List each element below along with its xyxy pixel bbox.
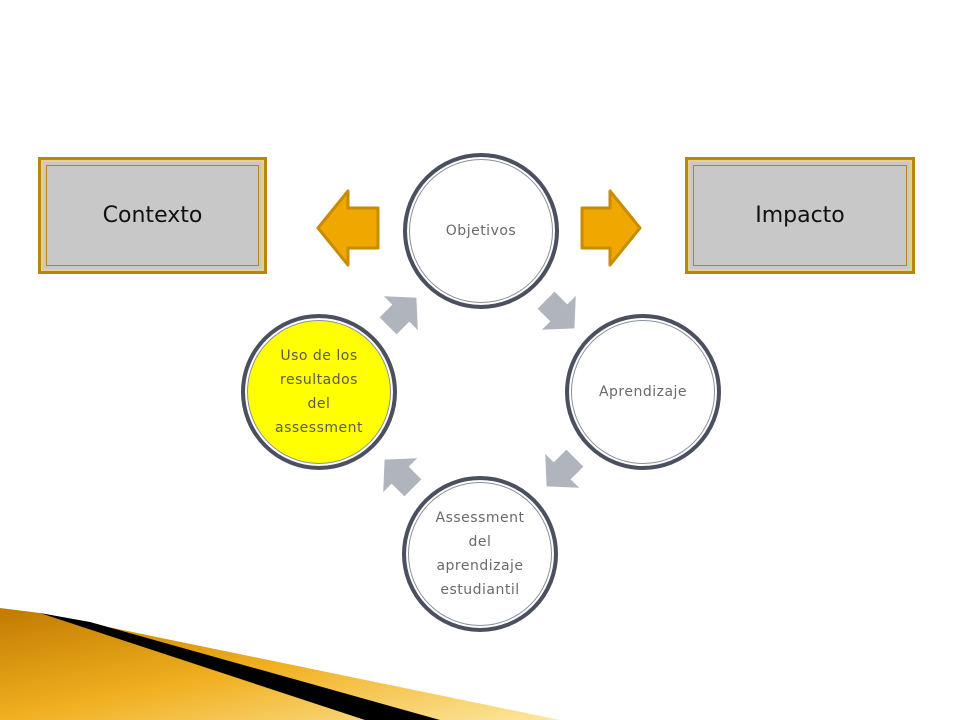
- uso-resultados-label: Uso de los resultados del assessment: [275, 348, 363, 436]
- aprendizaje-circle: Aprendizaje: [565, 314, 721, 470]
- cycle-arrow-assessment-uso-icon: [383, 458, 422, 497]
- uso-resultados-circle: Uso de los resultados del assessment: [241, 314, 397, 470]
- assessment-label: Assessment del aprendizaje estudiantil: [435, 510, 525, 598]
- objetivos-circle: Objetivos: [403, 153, 559, 309]
- impacto-box: Impacto: [685, 157, 915, 274]
- contexto-box: Contexto: [38, 157, 267, 274]
- objetivos-label: Objetivos: [445, 223, 517, 239]
- contexto-label: Contexto: [102, 203, 203, 228]
- assessment-circle: Assessment del aprendizaje estudiantil: [402, 476, 558, 632]
- cycle-arrow-objetivos-aprendizaje-icon: [537, 291, 576, 330]
- right-arrow-icon: [580, 189, 642, 267]
- cycle-arrow-aprendizaje-assessment-icon: [545, 449, 584, 488]
- left-arrow-icon: [316, 189, 380, 267]
- aprendizaje-label: Aprendizaje: [598, 384, 688, 400]
- cycle-arrow-uso-objetivos-icon: [379, 296, 418, 335]
- banner-black-band: [40, 613, 440, 720]
- impacto-label: Impacto: [755, 203, 845, 228]
